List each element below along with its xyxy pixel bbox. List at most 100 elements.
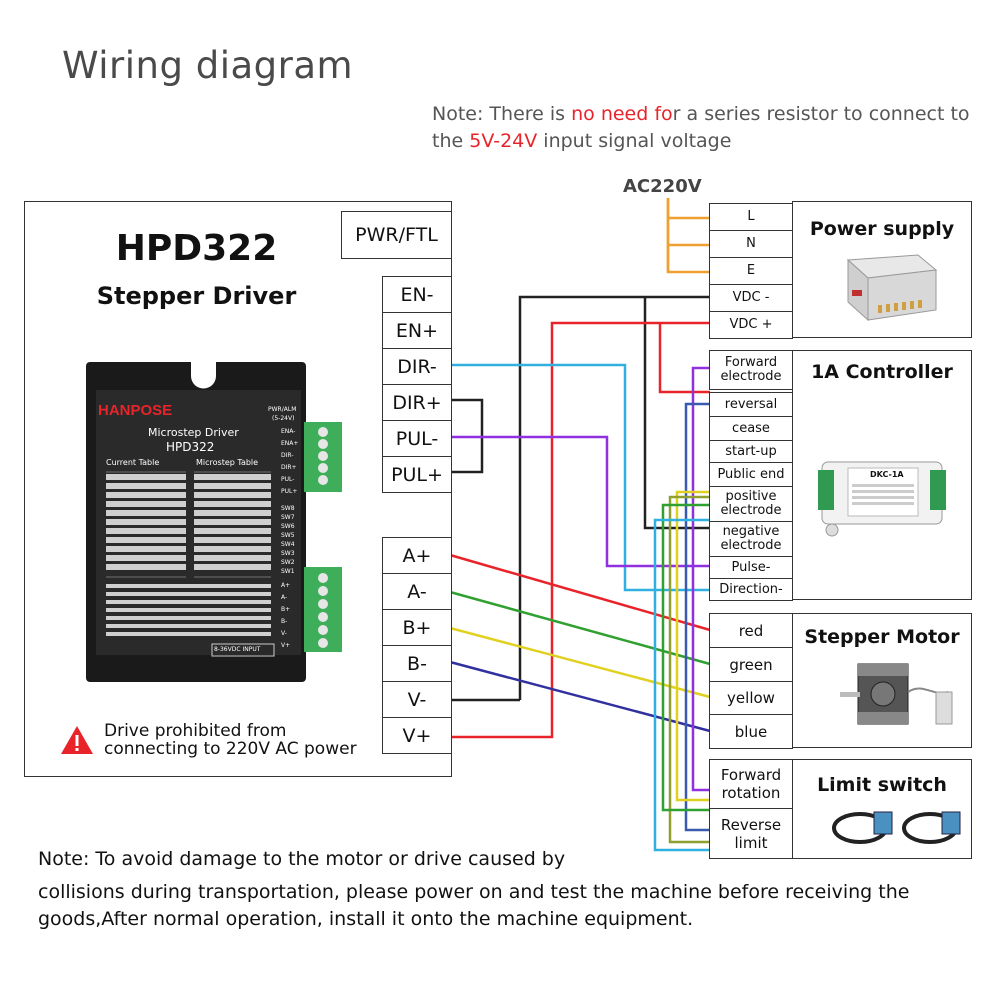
driver-pin-label: A- (281, 594, 288, 601)
bottom-note-line3: goods,After normal operation, install it… (38, 908, 694, 930)
motor-title: Stepper Motor (804, 626, 960, 648)
ac-label: AC220V (623, 176, 702, 197)
wire-forward (691, 366, 710, 792)
driver-pin-label: V+ (281, 642, 291, 649)
driver-pin-label: PUL- (281, 476, 295, 483)
controller-title: 1A Controller (811, 361, 953, 383)
driver-sw-label: SW1 (281, 568, 295, 575)
power-supply-title: Power supply (809, 218, 955, 240)
wire-b-plus-yellow (449, 626, 711, 699)
terminal-e: E (709, 257, 793, 285)
driver-sw-label: SW7 (281, 514, 295, 521)
driver-pin-label: PUL+ (281, 488, 298, 495)
terminal-start-up: start-up (709, 440, 793, 463)
terminal-n: N (709, 230, 793, 258)
wire-public-2 (668, 495, 710, 844)
top-note-text: Note: There is (432, 103, 572, 125)
pin-dir-minus: DIR- (382, 348, 452, 385)
driver-sw-label: SW8 (281, 505, 295, 512)
driver-sw-labels: SW8 SW7 SW6 SW5 SW4 SW3 SW2 SW1 (281, 504, 303, 576)
pin-pul-minus: PUL- (382, 420, 452, 457)
warning-line: connecting to 220V AC power (104, 739, 357, 759)
pin-a-plus: A+ (382, 537, 452, 574)
driver-current-table: Current Table (106, 458, 160, 467)
power-supply-image (838, 250, 938, 329)
motor-image (838, 652, 968, 746)
driver-pin-label: A+ (281, 582, 291, 589)
terminal-green: green (709, 647, 793, 682)
pin-pul-plus: PUL+ (382, 456, 452, 493)
wire-pul-minus (450, 435, 710, 568)
driver-pwr-alm: PWR/ALM (268, 406, 297, 413)
bottom-note-line1: Note: To avoid damage to the motor or dr… (38, 848, 566, 870)
wire-vdc-neg-ctrl (643, 297, 710, 530)
wire-vplus-vdc (450, 321, 710, 739)
pin-b-minus: B- (382, 645, 452, 682)
driver-pin-label: V- (281, 630, 287, 637)
pin-en-minus: EN- (382, 276, 452, 313)
wire-dir-minus (450, 363, 710, 592)
terminal-yellow: yellow (709, 681, 793, 715)
controller-image: DKC-1A (818, 452, 948, 541)
driver-pin-label: DIR+ (281, 464, 297, 471)
wire-a-plus-red (449, 553, 711, 632)
terminal-forward-electrode: Forward electrode (709, 350, 793, 390)
terminal-vdc-minus: VDC - (709, 284, 793, 312)
pin-dir-plus: DIR+ (382, 384, 452, 421)
pwr-ftl-label: PWR/FTL (341, 211, 452, 259)
driver-sw-label: SW5 (281, 532, 295, 539)
warning-text: Drive prohibited from connecting to 220V… (104, 722, 357, 758)
terminal-blue: blue (709, 714, 793, 749)
terminal-direction-minus: Direction- (709, 578, 793, 601)
driver-sw-label: SW3 (281, 550, 295, 557)
driver-pin-label: B- (281, 618, 288, 625)
wire-public-3 (661, 503, 710, 812)
top-note-text: input signal voltage (537, 130, 732, 152)
warning-icon (60, 725, 94, 759)
terminal-negative-electrode: negative electrode (709, 521, 793, 557)
top-note-highlight: no need fo (571, 103, 673, 125)
wire-public-1 (675, 490, 710, 802)
limit-switch-image (830, 798, 970, 857)
terminal-forward-rotation: Forward rotation (709, 759, 793, 809)
top-note-text: the (432, 130, 470, 152)
driver-sw-label: SW2 (281, 559, 295, 566)
top-note-voltage: 5V-24V (469, 130, 538, 152)
driver-sw-label: SW4 (281, 541, 295, 548)
wire-ac-e (666, 198, 710, 274)
driver-sw-label: SW6 (281, 523, 295, 530)
wire-vdc-pos-ctrl (658, 323, 710, 394)
pin-v-plus: V+ (382, 717, 452, 754)
terminal-pulse-minus: Pulse- (709, 556, 793, 579)
top-note-text: r a series resistor to connect to (672, 103, 970, 125)
terminal-l: L (709, 203, 793, 231)
wire-public-4 (653, 518, 710, 852)
driver-input-label: 8-36VDC INPUT (214, 646, 261, 653)
driver-pin-label: ENA+ (281, 440, 299, 447)
terminal-red: red (709, 613, 793, 648)
driver-pin-label: B+ (281, 606, 291, 613)
driver-model-label: Microstep Driver (148, 426, 239, 439)
page-title: Wiring diagram (62, 44, 354, 87)
pin-a-minus: A- (382, 573, 452, 610)
driver-brand-logo: HANPOSE (98, 402, 173, 419)
terminal-public-end: Public end (709, 462, 793, 487)
driver-image: HANPOSE Microstep Driver HPD322 Current … (86, 362, 342, 682)
driver-model: HPD322 (166, 440, 215, 454)
ac-wires (666, 198, 710, 274)
driver-voltage-range: (5-24V) (272, 415, 295, 422)
driver-subtitle: Stepper Driver (96, 282, 297, 310)
terminal-vdc-plus: VDC + (709, 311, 793, 339)
driver-pin-label: ENA- (281, 428, 296, 435)
terminal-reverse-limit: Reverse limit (709, 808, 793, 859)
wire-b-minus-blue (449, 660, 711, 733)
driver-pin-label: DIR- (281, 452, 294, 459)
terminal-positive-electrode: positive electrode (709, 486, 793, 522)
pin-en-plus: EN+ (382, 312, 452, 349)
driver-right-pins-bottom: A+ A- B+ B- V- V+ (281, 580, 303, 652)
wire-vminus-vdc (518, 295, 710, 700)
pin-v-minus: V- (382, 681, 452, 718)
limit-switch-title: Limit switch (817, 774, 947, 796)
driver-title: HPD322 (115, 228, 278, 269)
